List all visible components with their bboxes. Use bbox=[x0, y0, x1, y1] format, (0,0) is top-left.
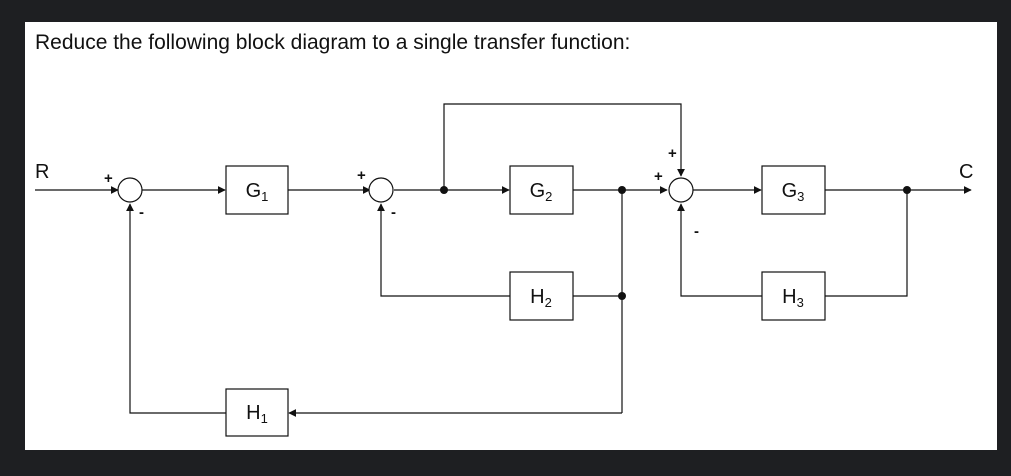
summing-junction-3 bbox=[668, 177, 694, 203]
pickoff-point-output bbox=[903, 186, 911, 194]
input-label: R bbox=[35, 161, 49, 183]
question-text: Reduce the following block diagram to a … bbox=[35, 31, 631, 54]
block-h1 bbox=[225, 388, 289, 437]
block-g2 bbox=[509, 165, 574, 215]
s3-plus-top-sign: + bbox=[668, 145, 677, 162]
s3-minus-sign: - bbox=[694, 223, 699, 240]
h3-feedback-path bbox=[677, 203, 762, 297]
output-pickoff-path bbox=[825, 190, 908, 297]
block-h3-label: H3 bbox=[782, 286, 804, 310]
block-g1 bbox=[225, 165, 289, 215]
h1-feedback-path bbox=[126, 203, 226, 414]
s1-minus-sign: - bbox=[139, 204, 144, 221]
output-label: C bbox=[959, 161, 973, 183]
block-h2 bbox=[509, 271, 574, 321]
summing-junction-2 bbox=[368, 177, 394, 203]
pickoff-point-g2-out bbox=[618, 186, 626, 194]
s3-plus-left-sign: + bbox=[654, 168, 663, 185]
s1-plus-sign: + bbox=[104, 170, 113, 187]
problem-panel: Reduce the following block diagram to a … bbox=[25, 22, 997, 450]
block-h2-label: H2 bbox=[530, 286, 552, 310]
pickoff-point-h2 bbox=[618, 292, 626, 300]
block-g3 bbox=[761, 165, 826, 215]
block-g3-label: G3 bbox=[782, 180, 805, 204]
block-h3 bbox=[761, 271, 826, 321]
feedforward-path bbox=[443, 103, 685, 190]
block-g2-label: G2 bbox=[530, 180, 553, 204]
block-g1-label: G1 bbox=[246, 180, 269, 204]
block-h1-label: H1 bbox=[246, 402, 268, 426]
pickoff-point-s2-out bbox=[440, 186, 448, 194]
s2-minus-sign: - bbox=[391, 204, 396, 221]
summing-junction-1 bbox=[117, 177, 143, 203]
s2-plus-sign: + bbox=[357, 167, 366, 184]
h2-feedback-path bbox=[377, 203, 510, 297]
